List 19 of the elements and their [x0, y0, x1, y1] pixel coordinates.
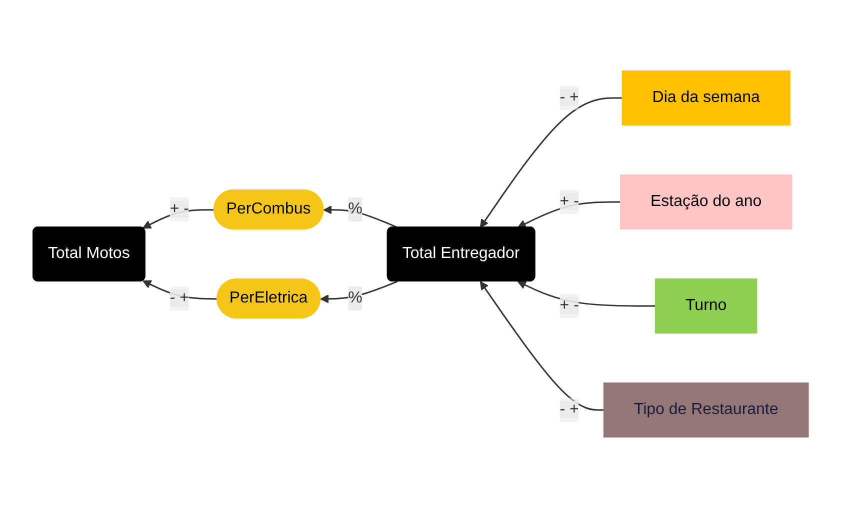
edge-label: - + — [560, 88, 580, 106]
edge-label: + - — [170, 200, 190, 217]
arrow — [480, 96, 623, 228]
node-box: Turno — [655, 278, 758, 333]
node-box: Dia da semana — [622, 70, 791, 125]
node-box: Estação do ano — [620, 174, 793, 229]
edge-label: - + — [560, 400, 580, 418]
arrow — [480, 280, 604, 410]
edge-label: + - — [560, 192, 580, 210]
arrow — [518, 200, 621, 228]
arrow — [142, 280, 218, 300]
node-box: Tipo de Restaurante — [604, 382, 810, 437]
arrow — [518, 280, 656, 306]
arrow — [142, 208, 215, 228]
edge-label: - + — [170, 288, 190, 306]
edge-label: + - — [560, 296, 580, 314]
arrow — [320, 280, 398, 303]
edge-label: % — [348, 200, 363, 217]
edge-label: % — [348, 288, 363, 306]
